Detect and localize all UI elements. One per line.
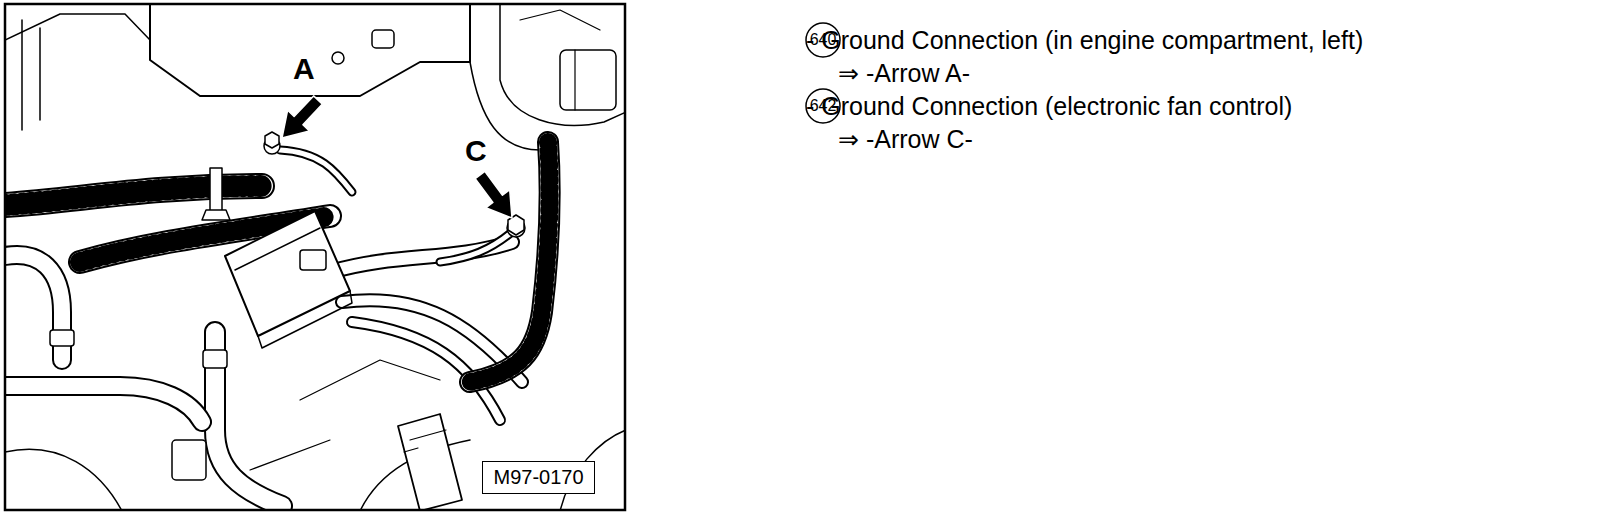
plug-connector	[398, 414, 462, 510]
plate-hole	[372, 30, 394, 48]
wire-loom	[470, 142, 550, 382]
relay-box	[235, 228, 352, 348]
plate-bolt	[332, 52, 344, 64]
ground-wire	[280, 150, 352, 192]
pointer-arrow	[282, 96, 322, 138]
engine-block	[5, 449, 122, 510]
upper-right-component	[500, 4, 625, 125]
ground-wire	[440, 232, 512, 262]
stud-post	[202, 168, 230, 220]
arrow-letter: C	[462, 136, 490, 166]
wire-loom	[470, 142, 550, 382]
engine-block	[360, 430, 625, 510]
pointer-arrow	[475, 171, 512, 218]
wire-loom-ribs	[470, 142, 550, 382]
plug-connector	[404, 430, 446, 452]
figure-frame	[5, 4, 625, 510]
description-text: - Ground Connection (electronic fan cont…	[806, 90, 1299, 156]
upper-right-component	[560, 50, 616, 110]
pipe	[5, 386, 202, 422]
upper-right-component	[520, 10, 600, 110]
figure-number-text: M97-0170	[493, 466, 583, 489]
bracket-plate	[150, 4, 470, 96]
body-panel	[5, 14, 150, 40]
plug-connector	[172, 440, 206, 480]
engine-drawing	[5, 4, 625, 510]
description-text: - Ground Connection (in engine compartme…	[806, 24, 1370, 90]
relay-box	[225, 211, 350, 336]
ground-nut	[265, 132, 279, 148]
hose-clip	[203, 350, 227, 368]
hose	[5, 186, 262, 205]
hose-ribs	[5, 186, 262, 205]
figure-number: M97-0170	[482, 461, 595, 494]
hose-clip	[50, 330, 74, 346]
plug-connector	[300, 250, 326, 270]
hose	[5, 186, 262, 205]
arrow-letter: A	[290, 54, 318, 84]
ground-wire	[280, 150, 352, 192]
ground-wire	[440, 232, 512, 262]
body-panel	[22, 20, 40, 130]
pipe	[5, 386, 202, 422]
